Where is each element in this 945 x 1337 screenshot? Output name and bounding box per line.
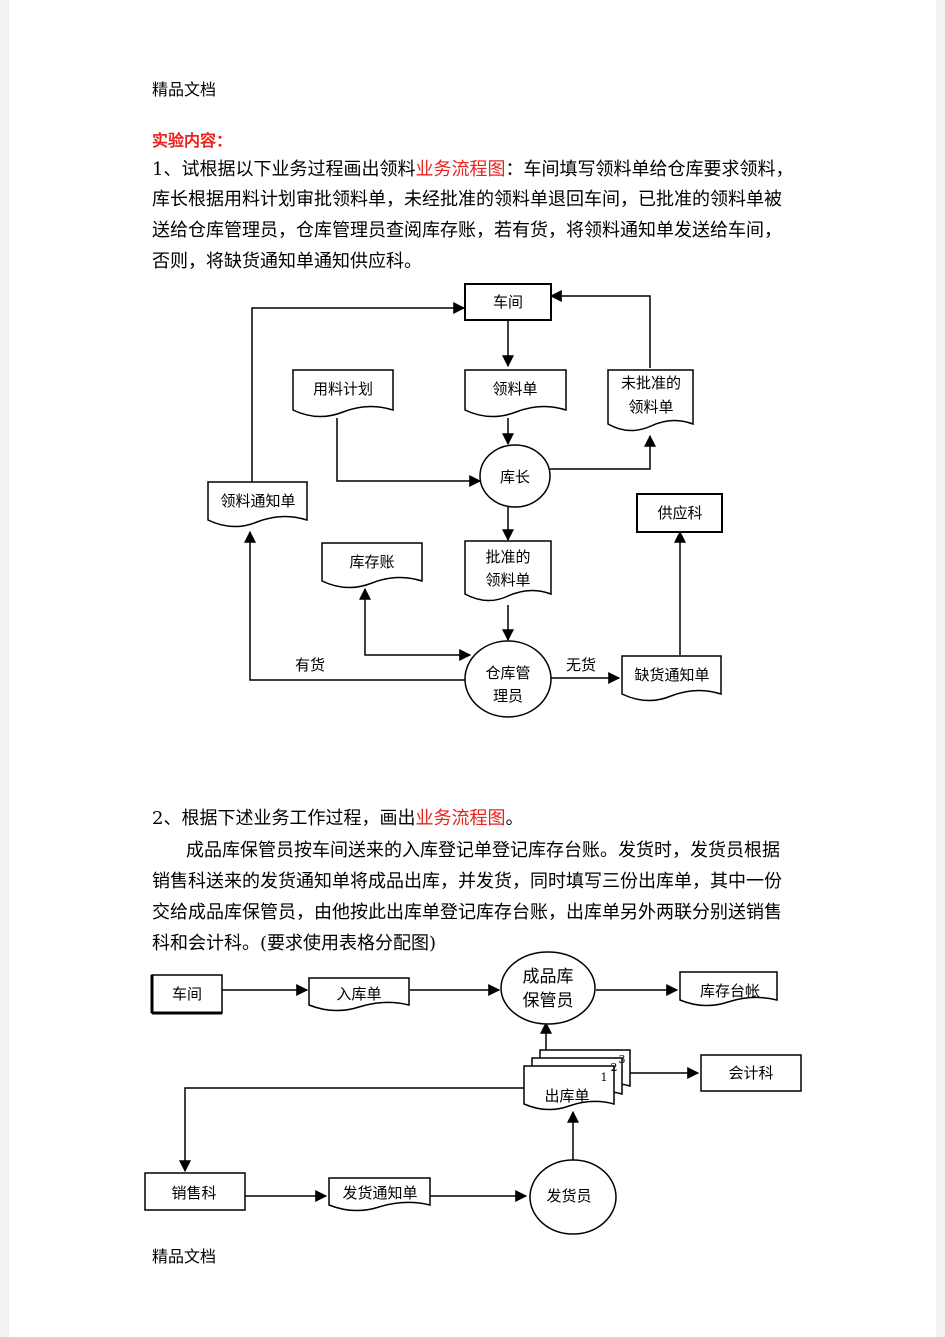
receipt-document: [308, 977, 410, 1012]
requisition-label: 领料单: [492, 380, 537, 398]
warehouse-head-label: 库长: [500, 468, 530, 486]
inventory-ledger-label: 库存账: [349, 553, 394, 571]
q1-line1: 1、试根据以下业务过程画出领料业务流程图：车间填写领料单给仓库要求领料，: [152, 155, 793, 186]
section-title: 实验内容：: [152, 131, 233, 150]
workshop2-entity-box: [151, 974, 223, 1014]
shortage-notice-document: [621, 655, 722, 702]
usage-plan-label: 用料计划: [313, 380, 373, 398]
stock-ledger-label: 库存台帐: [700, 982, 760, 1000]
page-footer: 精品文档: [152, 1247, 217, 1266]
q2-end: 。: [505, 808, 524, 829]
supply-dept-label: 供应科: [657, 504, 702, 522]
q1-line2: 库长根据用料计划审批领料单，未经批准的领料单退回车间，已批准的领料单被: [152, 189, 782, 210]
keeper-label-1: 仓库管: [485, 664, 530, 682]
issue-slip-copy-1: [523, 1065, 615, 1111]
q2-line0: 2、根据下述业务工作过程，画出业务流程图。: [152, 804, 523, 835]
issue-slip-label: 出库单: [544, 1087, 589, 1105]
q2-line2: 销售科送来的发货通知单将成品出库，并发货，同时填写三份出库单，其中一份: [152, 871, 782, 892]
finished-goods-keeper-process: [500, 951, 596, 1025]
unapproved-label-1: 未批准的: [621, 374, 681, 392]
shipper-label: 发货员: [546, 1187, 591, 1205]
q1-lead: 试根据以下业务过程画出领料: [181, 159, 416, 180]
approved-label-1: 批准的: [485, 548, 530, 566]
q2-line3: 交给成品库保管员，由他按此出库单登记库存台账，出库单另外两联分别送销售: [152, 902, 782, 923]
q1-keyword: 业务流程图: [415, 159, 506, 180]
q2-lead: 根据下述业务工作过程，画出: [181, 808, 416, 829]
sales-label: 销售科: [171, 1184, 216, 1202]
q2-number: 2、: [152, 808, 182, 829]
copy3-number: 3: [619, 1053, 626, 1066]
workshop2-label: 车间: [172, 985, 202, 1003]
usage-plan-document: [292, 369, 394, 418]
shortage-notice-label: 缺货通知单: [634, 666, 709, 684]
keeper-label-2: 理员: [493, 687, 523, 705]
workshop-label: 车间: [493, 293, 523, 311]
q1-line3: 送给仓库管理员，仓库管理员查阅库存账，若有货，将领料通知单发送给车间，: [152, 220, 782, 241]
workshop-entity-box: [464, 283, 552, 321]
supply-dept-entity-box: [636, 493, 723, 533]
ship-notice-document: [328, 1177, 431, 1212]
page-header: 精品文档: [152, 80, 217, 99]
warehouse-keeper-process: [464, 640, 552, 718]
unapproved-requisition-document: [607, 369, 694, 432]
q1-line4: 否则，将缺货通知单通知供应科。: [152, 251, 422, 272]
q2-keyword: 业务流程图: [415, 808, 506, 829]
q2-line1: 成品库保管员按车间送来的入库登记单登记库存台账。发货时，发货员根据: [186, 840, 780, 861]
fg-keeper-label-1: 成品库: [523, 967, 574, 987]
requisition-document: [464, 369, 567, 418]
pick-notice-document: [207, 481, 308, 528]
sales-entity-box: [144, 1172, 246, 1211]
document-page: 精品文档 实验内容： 1、试根据以下业务过程画出领料业务流程图：车间填写领料单给…: [9, 0, 936, 1337]
inventory-ledger-document: [321, 542, 423, 589]
approved-requisition-document: [464, 540, 552, 602]
copy1-number: 1: [601, 1071, 608, 1084]
fg-keeper-label-2: 保管员: [523, 991, 574, 1011]
unapproved-label-2: 领料单: [628, 398, 673, 416]
pick-notice-label: 领料通知单: [220, 492, 295, 510]
ship-notice-label: 发货通知单: [342, 1184, 417, 1202]
stock-ledger-document: [679, 971, 778, 1007]
receipt-label: 入库单: [336, 985, 381, 1003]
warehouse-head-process: [479, 444, 551, 508]
out-of-stock-label: 无货: [566, 656, 596, 674]
accounting-label: 会计科: [728, 1064, 773, 1082]
shipper-process: [529, 1159, 617, 1235]
accounting-entity-box: [700, 1054, 802, 1092]
q1-number: 1、: [152, 159, 182, 180]
in-stock-label: 有货: [295, 656, 325, 674]
approved-label-2: 领料单: [485, 571, 530, 589]
q1-line1-rest: ：车间填写领料单给仓库要求领料，: [505, 159, 794, 180]
q2-line4: 科和会计科。(要求使用表格分配图): [152, 933, 437, 954]
copy2-number: 2: [611, 1061, 618, 1074]
